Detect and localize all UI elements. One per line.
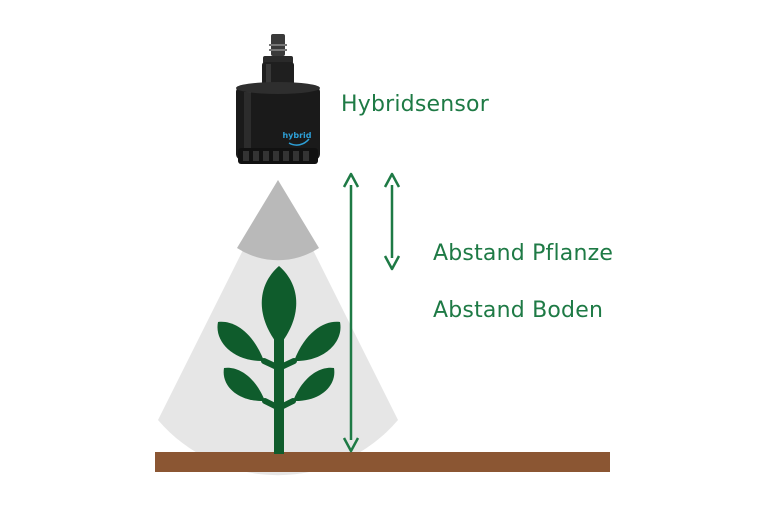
distance-plant-arrow [385, 174, 399, 269]
hybrid-sensor-device: hybrid [236, 34, 320, 164]
distance-plant-label: Abstand Pflanze [433, 241, 613, 266]
beam-far-zone [237, 180, 319, 260]
ground-bar [155, 452, 610, 472]
sensor-logo: hybrid [282, 131, 311, 140]
distance-ground-label: Abstand Boden [433, 298, 603, 323]
sensor-label: Hybridsensor [341, 92, 489, 117]
